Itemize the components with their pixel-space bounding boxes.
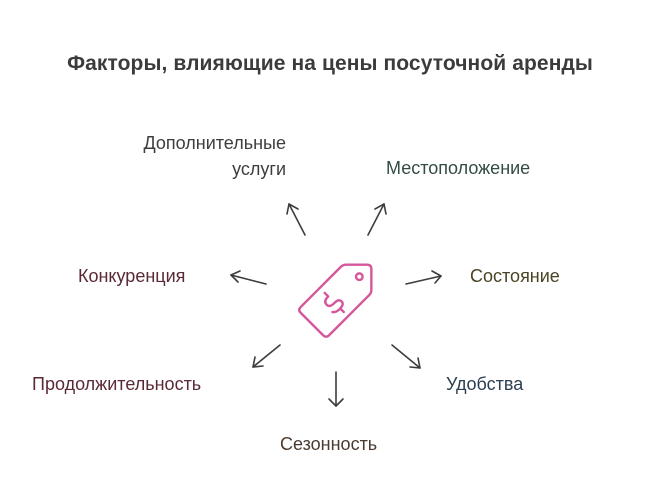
arrow-to-condition [405, 270, 442, 285]
diagram-title: Факторы, влияющие на цены посуточной аре… [67, 52, 593, 75]
factor-label-additional-services-line-1: Дополнительные [143, 133, 287, 153]
factor-label-season: Сезонность [280, 434, 378, 454]
arrow-to-services [286, 203, 306, 236]
price-tag-icon [298, 263, 373, 338]
factor-label-condition: Состояние [470, 266, 560, 286]
factor-label-additional-services: Дополнительные услуги [96, 130, 287, 182]
arrow-to-location [367, 203, 387, 236]
factor-label-comfort: Удобства [446, 374, 524, 394]
factor-label-competition: Конкуренция [78, 266, 186, 286]
arrow-to-season [328, 371, 344, 407]
factor-label-additional-services-line-2: услуги [232, 159, 286, 179]
factor-label-location: Местоположение [386, 158, 531, 178]
arrow-to-competition [230, 270, 267, 285]
factor-label-duration: Продолжительность [32, 374, 202, 394]
arrow-to-comfort [391, 344, 421, 369]
arrow-to-duration [252, 344, 281, 368]
